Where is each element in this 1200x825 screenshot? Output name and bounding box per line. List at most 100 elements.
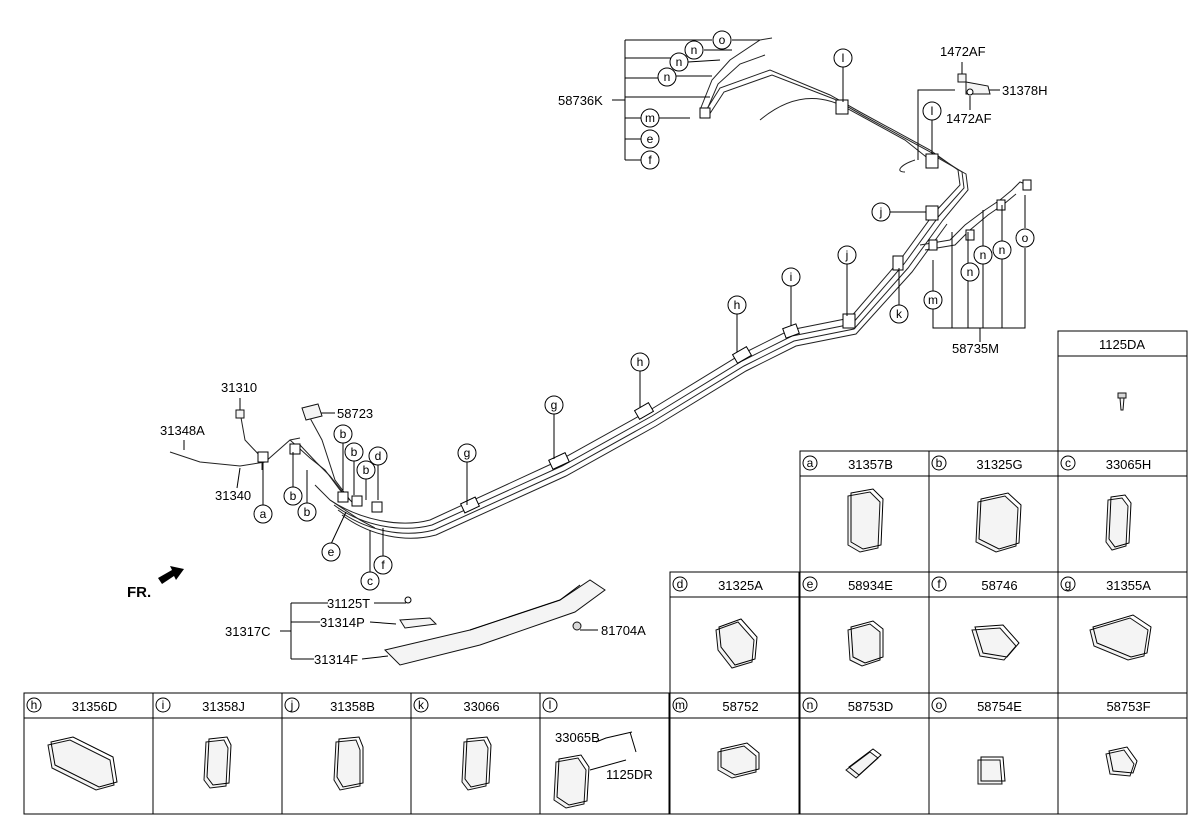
clip-33065h-icon (1105, 497, 1129, 551)
clip-58752-icon (717, 745, 757, 779)
callout-pipe-b2-text: b (304, 505, 311, 519)
callout-top-o: o (712, 30, 732, 50)
cell-letter: b (936, 456, 943, 470)
callout-right-n3-text: n (999, 243, 1006, 257)
parts-table: 1125DA (1057, 330, 1188, 452)
label-31340: 31340 (215, 488, 251, 503)
cell-letter: m (675, 698, 685, 712)
callout-right-m: m (923, 290, 943, 310)
callout-right-n2: n (973, 245, 993, 265)
callout-pipe-b5: b (356, 460, 376, 480)
clip-outline-icon (336, 736, 364, 788)
cell-letter-circle (1060, 576, 1076, 592)
callout-pipe-g2-text: g (551, 398, 558, 412)
clip-58934e-icon (847, 623, 881, 667)
labels-1472af-31378h: 1472AF 31378H 1472AF (917, 44, 1048, 160)
clip-outline-icon (850, 620, 884, 664)
cell-letter: d (677, 577, 684, 591)
label-31348a: 31348A (160, 423, 205, 438)
callout-pipe-b1: b (283, 486, 303, 506)
callout-pipe-k: k (889, 304, 909, 324)
cell-letter-circle (1060, 455, 1076, 471)
cell-letter: n (807, 698, 814, 712)
ref-58735m: 58735M (952, 341, 999, 356)
callout-pipe-h2: h (727, 295, 747, 315)
callout-top-f-text: f (648, 153, 652, 167)
callout-right-o-text: o (1022, 231, 1029, 245)
callout-pipe-b3: b (333, 424, 353, 444)
front-arrow-icon (158, 566, 184, 584)
callout-pipe-d-text: d (375, 449, 382, 463)
cell-letter-circle (672, 697, 688, 713)
cell-letter-circle (413, 697, 429, 713)
table-cell-58753d: n 58753D (799, 692, 930, 815)
callout-pipe-b1-text: b (290, 489, 297, 503)
cell-part-number: 31355A (1106, 578, 1151, 593)
clip-outline-icon (850, 488, 884, 550)
ref-58736k: 58736K (558, 93, 603, 108)
cell-pn-1125da: 1125DA (1099, 337, 1145, 352)
callout-pipe-f: f (373, 555, 393, 575)
brake-fuel-pipe-assembly (169, 37, 1029, 539)
callout-pipe-k-text: k (896, 307, 903, 321)
cell-part-number: 58753D (848, 699, 894, 714)
callout-pipe-j1-text: j (845, 248, 849, 262)
callout-pipe-a: a (253, 504, 273, 524)
callout-pipe-i-text: i (790, 270, 793, 284)
callout-pipe-b2: b (297, 502, 317, 522)
callout-pipe-l2: l (922, 101, 942, 121)
cell-part-number: 33066 (463, 699, 499, 714)
group-31317c: 31317C 31125T 31314P 31314F 81704A (225, 579, 646, 667)
clip-outline-icon (1108, 494, 1132, 548)
callout-top-n3-text: n (664, 70, 671, 84)
clip-outline-icon (718, 618, 758, 666)
clip-31325a-icon (715, 621, 755, 669)
table-cell-58753f: 58753F (1057, 692, 1188, 815)
cell-letter-circle (802, 576, 818, 592)
label-58723: 58723 (337, 406, 373, 421)
callout-pipe-f-text: f (381, 558, 385, 572)
front-label: FR. (127, 584, 151, 601)
callout-pipe-i: i (781, 267, 801, 287)
cell-letter-circle (802, 697, 818, 713)
group-58736k: 58736K o n n n m e f (558, 30, 760, 170)
cell-part-number: 58752 (722, 699, 758, 714)
cell-letter: h (31, 698, 38, 712)
cell-part-number: 31358J (202, 699, 245, 714)
callout-pipe-h2-text: h (734, 298, 741, 312)
callout-top-o-text: o (719, 33, 726, 47)
cell-letter: c (1065, 456, 1071, 470)
callout-pipe-g1-text: g (464, 446, 471, 460)
clip-outline-icon (206, 736, 232, 786)
callout-top-n1: n (684, 40, 704, 60)
callout-pipe-j2: j (871, 202, 891, 222)
clip-outline-icon (974, 624, 1020, 658)
callout-pipe-h1-text: h (637, 355, 644, 369)
label-31314f: 31314F (314, 652, 358, 667)
cell-part-number: 58754E (977, 699, 1022, 714)
clip-part-icon (553, 757, 587, 809)
cell-letter-circle (26, 697, 42, 713)
callout-top-n2: n (669, 52, 689, 72)
table-cell-33065h: c 33065H (1057, 450, 1188, 573)
callout-pipe-e: e (321, 542, 341, 562)
clip-31355a-icon (1089, 617, 1149, 661)
callout-top-n3: n (657, 67, 677, 87)
cell-letter-circle (931, 697, 947, 713)
callout-pipe-b3-text: b (340, 427, 347, 441)
pipe-callouts: a b b b b b d e c f g g h h i j j k l l … (253, 48, 942, 591)
callout-pipe-j1: j (837, 245, 857, 265)
cell-part-number: 33065H (1106, 457, 1152, 472)
cell-part-number: 31358B (330, 699, 375, 714)
cell-letter: e (807, 577, 814, 591)
cell-letter: j (290, 698, 294, 712)
